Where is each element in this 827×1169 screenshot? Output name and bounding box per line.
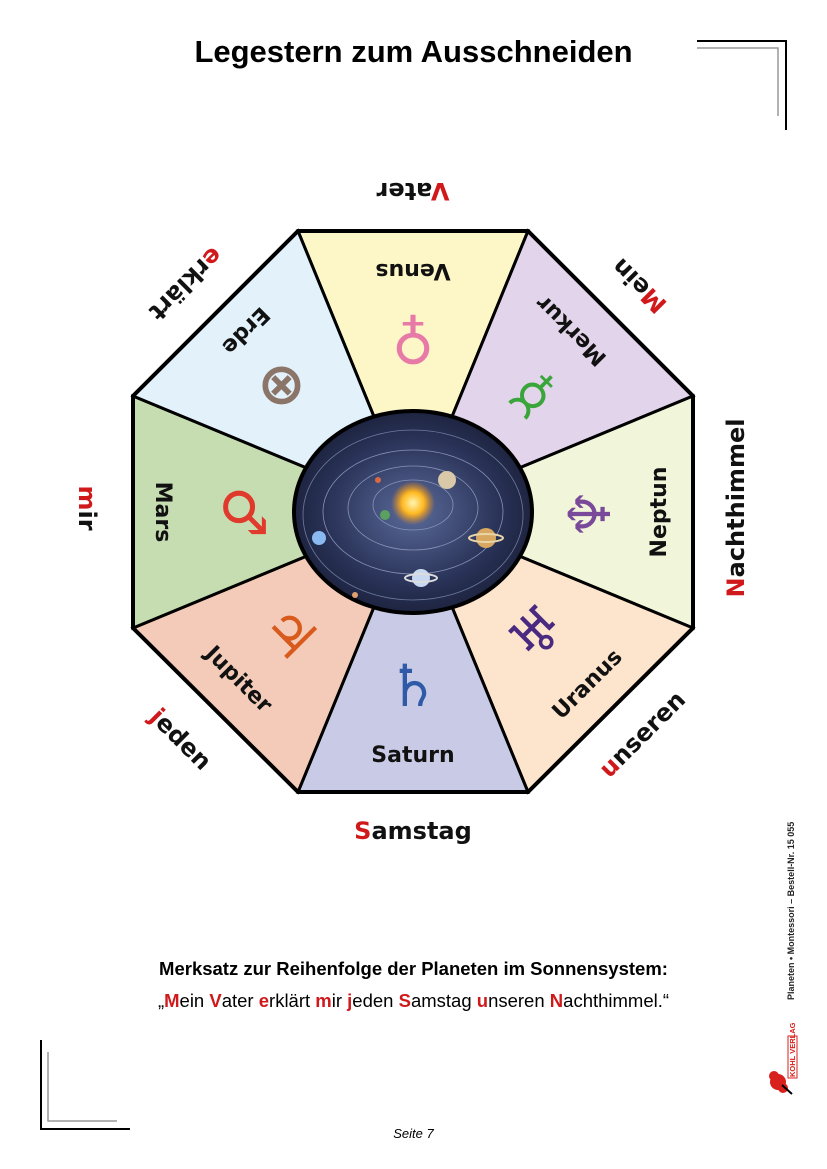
mnemonic-heading: Merksatz zur Reihenfolge der Planeten im… [159, 958, 668, 979]
page-number: Seite 7 [393, 1126, 434, 1141]
page-title: Legestern zum Ausschneiden [194, 34, 633, 69]
mars-symbol-icon: ♂ [210, 486, 278, 538]
mnemonic-word: jeden [144, 702, 218, 776]
neptun-symbol-icon: ♆ [556, 488, 624, 540]
mnemonic-sentence: „Mein Vater erklärt mir jeden Samstag un… [157, 990, 670, 1011]
publisher-logo [769, 1035, 798, 1095]
venus-symbol-icon: ♀ [392, 308, 434, 376]
initial-letter: u [476, 990, 489, 1011]
initial-letter: j [347, 990, 353, 1011]
mnemonic-word: Mein [606, 253, 672, 319]
initial-letter: S [398, 990, 411, 1011]
planet-label: Neptun [647, 467, 672, 558]
corner-decoration [40, 1040, 130, 1130]
corner-decoration [697, 40, 787, 130]
initial-letter: N [549, 990, 564, 1011]
initial-letter: V [209, 990, 222, 1011]
octagon-outline [131, 229, 695, 794]
corner-decoration [47, 1052, 117, 1122]
corner-decoration [697, 47, 779, 116]
publisher-name: KOHL VERLAG [788, 1022, 797, 1077]
mnemonic-word: Samstag [354, 817, 472, 845]
initial-letter: M [164, 990, 180, 1011]
mnemonic-word: mir [73, 485, 101, 530]
initial-letter: e [258, 990, 270, 1011]
planet-label: Saturn [371, 743, 454, 768]
mnemonic-word: Nachthimmel [722, 419, 750, 598]
planet-label: Mars [150, 482, 175, 543]
order-info: Planeten • Montessori – Bestell-Nr. 15 0… [786, 821, 796, 1000]
solar-system-image [292, 409, 534, 615]
saturn-symbol-icon: ♄ [387, 652, 439, 720]
initial-letter: m [315, 990, 332, 1011]
mnemonic-word: Vater [376, 177, 449, 205]
planet-label: Venus [375, 258, 450, 283]
